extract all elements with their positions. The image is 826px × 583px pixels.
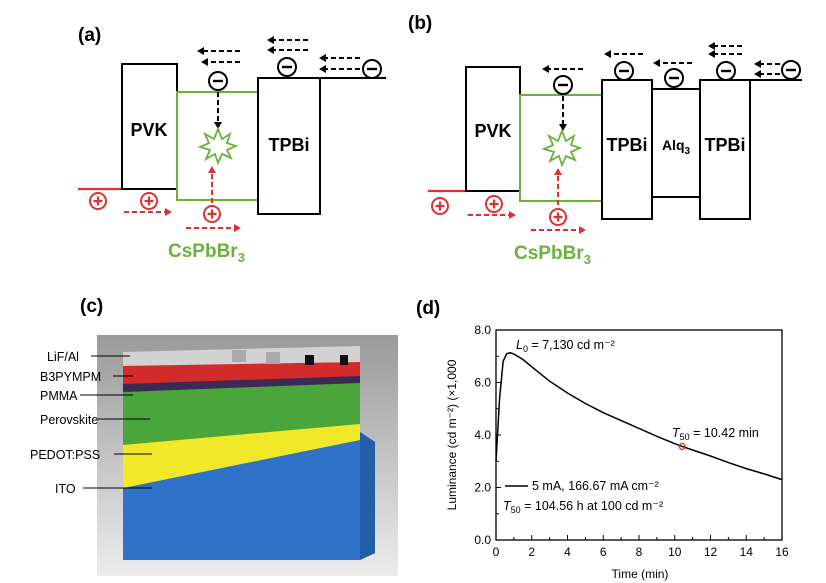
layer-label-perovskite: Perovskite: [40, 413, 98, 427]
y-axis-label: Luminance (cd m⁻²) (×1,000: [445, 359, 459, 510]
chart-ticks: 0 2 4 6 8 10 12 14 16 0.0 2.0 4.0 6.0 8.0: [474, 323, 789, 559]
layer-label-lif-al: LiF/Al: [47, 350, 79, 364]
electron-icon: [207, 70, 229, 92]
emitter-label: CsPbBr3: [168, 241, 245, 265]
electron-icon: [663, 67, 685, 89]
electron-arrowheads: [542, 42, 761, 131]
hole-arrowheads: [509, 168, 586, 234]
layer-label-pedot: PEDOT:PSS: [30, 448, 100, 462]
legend-text: 5 mA, 166.67 mA cm⁻²: [532, 479, 659, 493]
panel-b: (b) PVK TPBi Alq3 TPBi: [408, 13, 802, 267]
x-axis-label: Time (min): [612, 567, 669, 581]
electron-arrowheads: [197, 36, 326, 129]
hole-arrowheads: [165, 166, 241, 232]
hole-icon: [139, 191, 159, 211]
alq3-label: Alq3: [662, 137, 691, 157]
x-tick-label: 10: [668, 545, 682, 559]
hole-icon: [484, 194, 504, 214]
layer-label-b3pympm: B3PYMPM: [40, 370, 101, 384]
tpbi-label-1: TPBi: [606, 135, 647, 155]
y-tick-label: 8.0: [474, 323, 491, 337]
electron-icon: [715, 60, 737, 82]
x-tick-label: 8: [636, 545, 643, 559]
hole-icon: [548, 207, 568, 227]
y-tick-label: 0.0: [474, 533, 491, 547]
hole-arrows: [124, 170, 236, 229]
electron-icon: [780, 59, 802, 81]
layer-label-pmma: PMMA: [40, 389, 78, 403]
panel-c: (c): [30, 296, 398, 576]
electron-icon: [613, 60, 635, 82]
y-tick-label: 6.0: [474, 376, 491, 390]
pvk-band: [465, 66, 521, 192]
panel-a-label: (a): [78, 25, 101, 46]
electron-arrows: [546, 45, 780, 126]
x-tick-label: 12: [704, 545, 718, 559]
x-tick-label: 2: [528, 545, 535, 559]
layer-leaders: [80, 355, 152, 489]
hole-icon: [202, 204, 222, 224]
tpbi-label: TPBi: [268, 135, 309, 155]
electron-icon: [361, 58, 383, 80]
b3pympm-layer: [123, 362, 360, 384]
x-tick-label: 16: [775, 545, 789, 559]
layer-label-ito: ITO: [55, 482, 76, 496]
electron-icon: [552, 74, 574, 96]
hole-icon: [88, 191, 108, 211]
panel-c-label: (c): [80, 296, 103, 317]
x-tick-label: 4: [564, 545, 571, 559]
tpbi-band-2: [699, 79, 751, 220]
hole-arrows: [468, 172, 581, 231]
x-tick-label: 0: [493, 545, 500, 559]
panel-a: (a) PVK TPBi: [78, 25, 386, 265]
perovskite-layer: [123, 380, 360, 445]
panel-b-label: (b): [408, 13, 432, 34]
panel-d: (d) 0 2 4 6 8 10 12 14 16 0.0 2.0 4.0 6.0 8.0 Time (m…: [416, 298, 789, 581]
emitter-label: CsPbBr3: [514, 243, 591, 267]
pvk-label: PVK: [474, 121, 511, 141]
x-tick-label: 14: [740, 545, 754, 559]
hole-icon: [430, 196, 450, 216]
l0-annotation: L0 = 7,130 cd m⁻²: [516, 338, 615, 354]
pvk-label: PVK: [130, 120, 167, 140]
tpbi-band: [257, 77, 321, 215]
y-tick-label: 2.0: [474, 481, 491, 495]
electron-arrows: [200, 39, 360, 124]
tpbi-band-1: [601, 79, 653, 220]
t50-marker: [678, 442, 686, 451]
x-tick-label: 6: [600, 545, 607, 559]
pmma-layer: [123, 375, 360, 392]
tpbi-label-2: TPBi: [704, 135, 745, 155]
t50-annotation: T50 = 10.42 min: [672, 426, 759, 442]
luminance-series-line: [495, 352, 783, 481]
electron-icon: [276, 56, 298, 78]
panel-d-label: (d): [416, 298, 440, 319]
y-tick-label: 4.0: [474, 428, 491, 442]
legend-t50-text: T50 = 104.56 h at 100 cd m⁻²: [503, 499, 663, 515]
